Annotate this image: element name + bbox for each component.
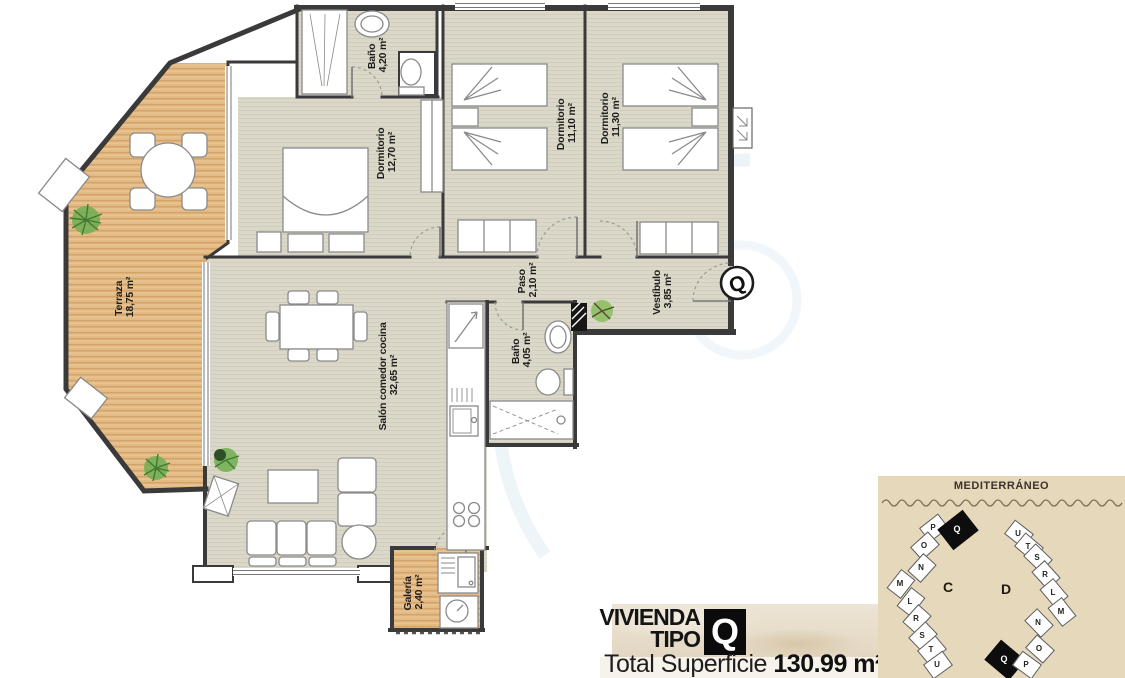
label-vestibulo: Vestíbulo 3,85 m² bbox=[651, 267, 674, 315]
site-unit: S bbox=[908, 621, 938, 651]
label-paso: Paso 2,10 m² bbox=[516, 262, 539, 297]
terrace-storage bbox=[37, 157, 109, 420]
salon-furniture bbox=[202, 290, 377, 567]
label-terraza: Terraza 18,75 m² bbox=[113, 276, 136, 317]
toilet bbox=[535, 368, 561, 396]
dorm1-slider bbox=[225, 66, 233, 240]
bath1-fixtures bbox=[301, 9, 425, 96]
tv-unit bbox=[202, 474, 240, 518]
galeria-fixtures bbox=[396, 552, 480, 635]
pouf bbox=[341, 524, 377, 560]
sea-wave-line bbox=[881, 499, 1123, 507]
label-dorm1: Dormitorio 12,70 m² bbox=[375, 125, 398, 179]
site-unit: U bbox=[923, 650, 953, 678]
vivienda-line: VIVIENDA bbox=[599, 604, 701, 630]
site-unit: R bbox=[902, 604, 932, 634]
label-dorm2: Dormitorio 11,10 m² bbox=[555, 96, 578, 150]
closet bbox=[639, 221, 719, 255]
site-unit: N bbox=[1024, 608, 1054, 638]
site-unit: U bbox=[1004, 519, 1034, 549]
site-unit: M bbox=[886, 569, 916, 599]
nightstand bbox=[256, 231, 282, 253]
unit-badge-letter: Q bbox=[726, 271, 749, 298]
block-label-c: C bbox=[943, 579, 954, 595]
label-galeria: Galería 2,40 m² bbox=[402, 574, 425, 611]
pillow bbox=[328, 233, 365, 253]
label-bath2: Baño 4,05 m² bbox=[510, 332, 533, 367]
kitchen bbox=[446, 301, 486, 551]
chair bbox=[287, 290, 310, 305]
salon-window bbox=[233, 568, 360, 576]
vivienda-tipo-title: VIVIENDA TIPO bbox=[556, 604, 701, 652]
cooktop bbox=[452, 501, 481, 528]
site-unit: L bbox=[896, 587, 926, 617]
dining-table bbox=[279, 304, 354, 350]
hall-floor bbox=[410, 257, 731, 332]
bath2-fixtures bbox=[489, 320, 574, 440]
label-salon: Salón comedor cocina 32,65 m² bbox=[377, 320, 400, 431]
utility-shaft bbox=[571, 302, 587, 331]
sofa-cushion bbox=[276, 520, 307, 556]
sofa-cushion bbox=[246, 520, 277, 556]
nightstand bbox=[451, 107, 479, 127]
chaise-cushion bbox=[337, 457, 377, 493]
site-unit: N bbox=[907, 553, 937, 583]
tipo-line: TIPO bbox=[650, 626, 701, 652]
room-labels: Baño 4,20 m² Dormitorio 12,70 m² Dormito… bbox=[113, 37, 674, 611]
ac-window bbox=[732, 107, 753, 149]
total-band bbox=[600, 657, 880, 678]
site-unit: O bbox=[1025, 634, 1055, 664]
site-unit: S bbox=[1023, 543, 1053, 573]
block-label-d: D bbox=[1001, 581, 1012, 597]
nightstand bbox=[691, 107, 719, 127]
chair bbox=[287, 348, 310, 362]
label-dorm3: Dormitorio 11,30 m² bbox=[599, 90, 622, 144]
site-unit: M bbox=[1047, 597, 1077, 627]
dorm3-furniture bbox=[622, 63, 719, 255]
site-plan: MEDITERRÁNEO P Q O N M L R S T U C U T S… bbox=[878, 476, 1125, 678]
terrace-slider bbox=[202, 262, 210, 466]
site-unit-highlighted: Q bbox=[937, 509, 979, 551]
site-plan-title: MEDITERRÁNEO bbox=[953, 480, 1050, 492]
total-superficie: Total Superficie 130.99 m² bbox=[604, 650, 883, 678]
pillow bbox=[287, 233, 324, 253]
chaise-cushion bbox=[337, 492, 377, 527]
chair bbox=[265, 311, 280, 342]
chair bbox=[316, 290, 339, 305]
chair bbox=[316, 348, 339, 362]
type-letter-box: Q bbox=[704, 609, 746, 655]
site-unit: P bbox=[1012, 650, 1042, 678]
dorm2-furniture bbox=[451, 63, 548, 253]
site-unit: T bbox=[1014, 532, 1044, 562]
label-bath1: Baño 4,20 m² bbox=[366, 37, 389, 72]
closet bbox=[457, 219, 537, 253]
dorm1-furniture bbox=[256, 99, 444, 253]
windows bbox=[202, 1, 753, 576]
double-bed bbox=[282, 147, 369, 233]
coffee-table bbox=[267, 469, 319, 504]
unit-badge: Q bbox=[719, 265, 755, 301]
sofa-cushion bbox=[306, 520, 337, 556]
site-unit: O bbox=[910, 531, 940, 561]
site-unit: P bbox=[919, 513, 949, 543]
site-unit: R bbox=[1031, 560, 1061, 590]
site-unit-highlighted: Q bbox=[984, 639, 1026, 678]
terrace-table-set bbox=[129, 132, 208, 211]
site-unit: L bbox=[1039, 578, 1069, 608]
site-unit: T bbox=[917, 635, 947, 665]
toilet bbox=[400, 58, 422, 86]
chair bbox=[353, 311, 368, 342]
